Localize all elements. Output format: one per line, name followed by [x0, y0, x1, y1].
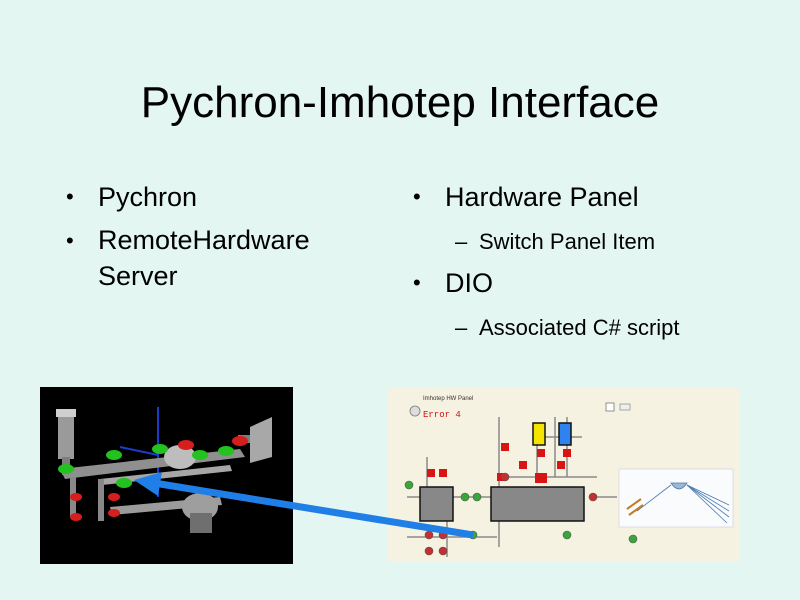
hardware-panel-screenshot: Imhotep HW Panel Error 4: [387, 387, 740, 562]
dash-icon: –: [455, 229, 468, 254]
bullet-dot-icon: •: [413, 270, 421, 295]
valve-markers: [58, 436, 248, 521]
error-text: Error 4: [423, 410, 461, 420]
panel-header-text: Imhotep HW Panel: [423, 396, 473, 402]
sub-bullet-text: Associated C# script: [479, 315, 680, 340]
right-bullet-list: • Hardware Panel – Switch Panel Item • D…: [413, 178, 783, 350]
bullet-text: Hardware Panel: [445, 182, 639, 212]
bullet-item: • DIO: [413, 264, 783, 302]
bullet-dot-icon: •: [413, 184, 421, 209]
extraction-line-3d-view: [40, 387, 293, 564]
sub-bullet-item: – Switch Panel Item: [455, 222, 783, 262]
bullet-item: • Hardware Panel: [413, 178, 783, 216]
sub-bullet-text: Switch Panel Item: [479, 229, 656, 254]
hardware-panel-diagram: Imhotep HW Panel Error 4: [404, 396, 734, 557]
bullet-item: • Pychron: [66, 178, 366, 216]
bullet-text: DIO: [445, 268, 494, 298]
bullet-item: • RemoteHardware Server: [66, 222, 366, 294]
left-bullet-list: • Pychron • RemoteHardware Server: [66, 178, 366, 300]
sub-bullet-item: – Associated C# script: [455, 308, 783, 348]
bullet-dot-icon: •: [66, 184, 74, 209]
bullet-text: Pychron: [98, 182, 198, 212]
slide-title: Pychron-Imhotep Interface: [140, 78, 660, 127]
extraction-line-3d-image: [56, 407, 272, 533]
bullet-dot-icon: •: [66, 228, 74, 253]
bullet-text: RemoteHardware Server: [98, 225, 310, 291]
dash-icon: –: [455, 315, 468, 340]
